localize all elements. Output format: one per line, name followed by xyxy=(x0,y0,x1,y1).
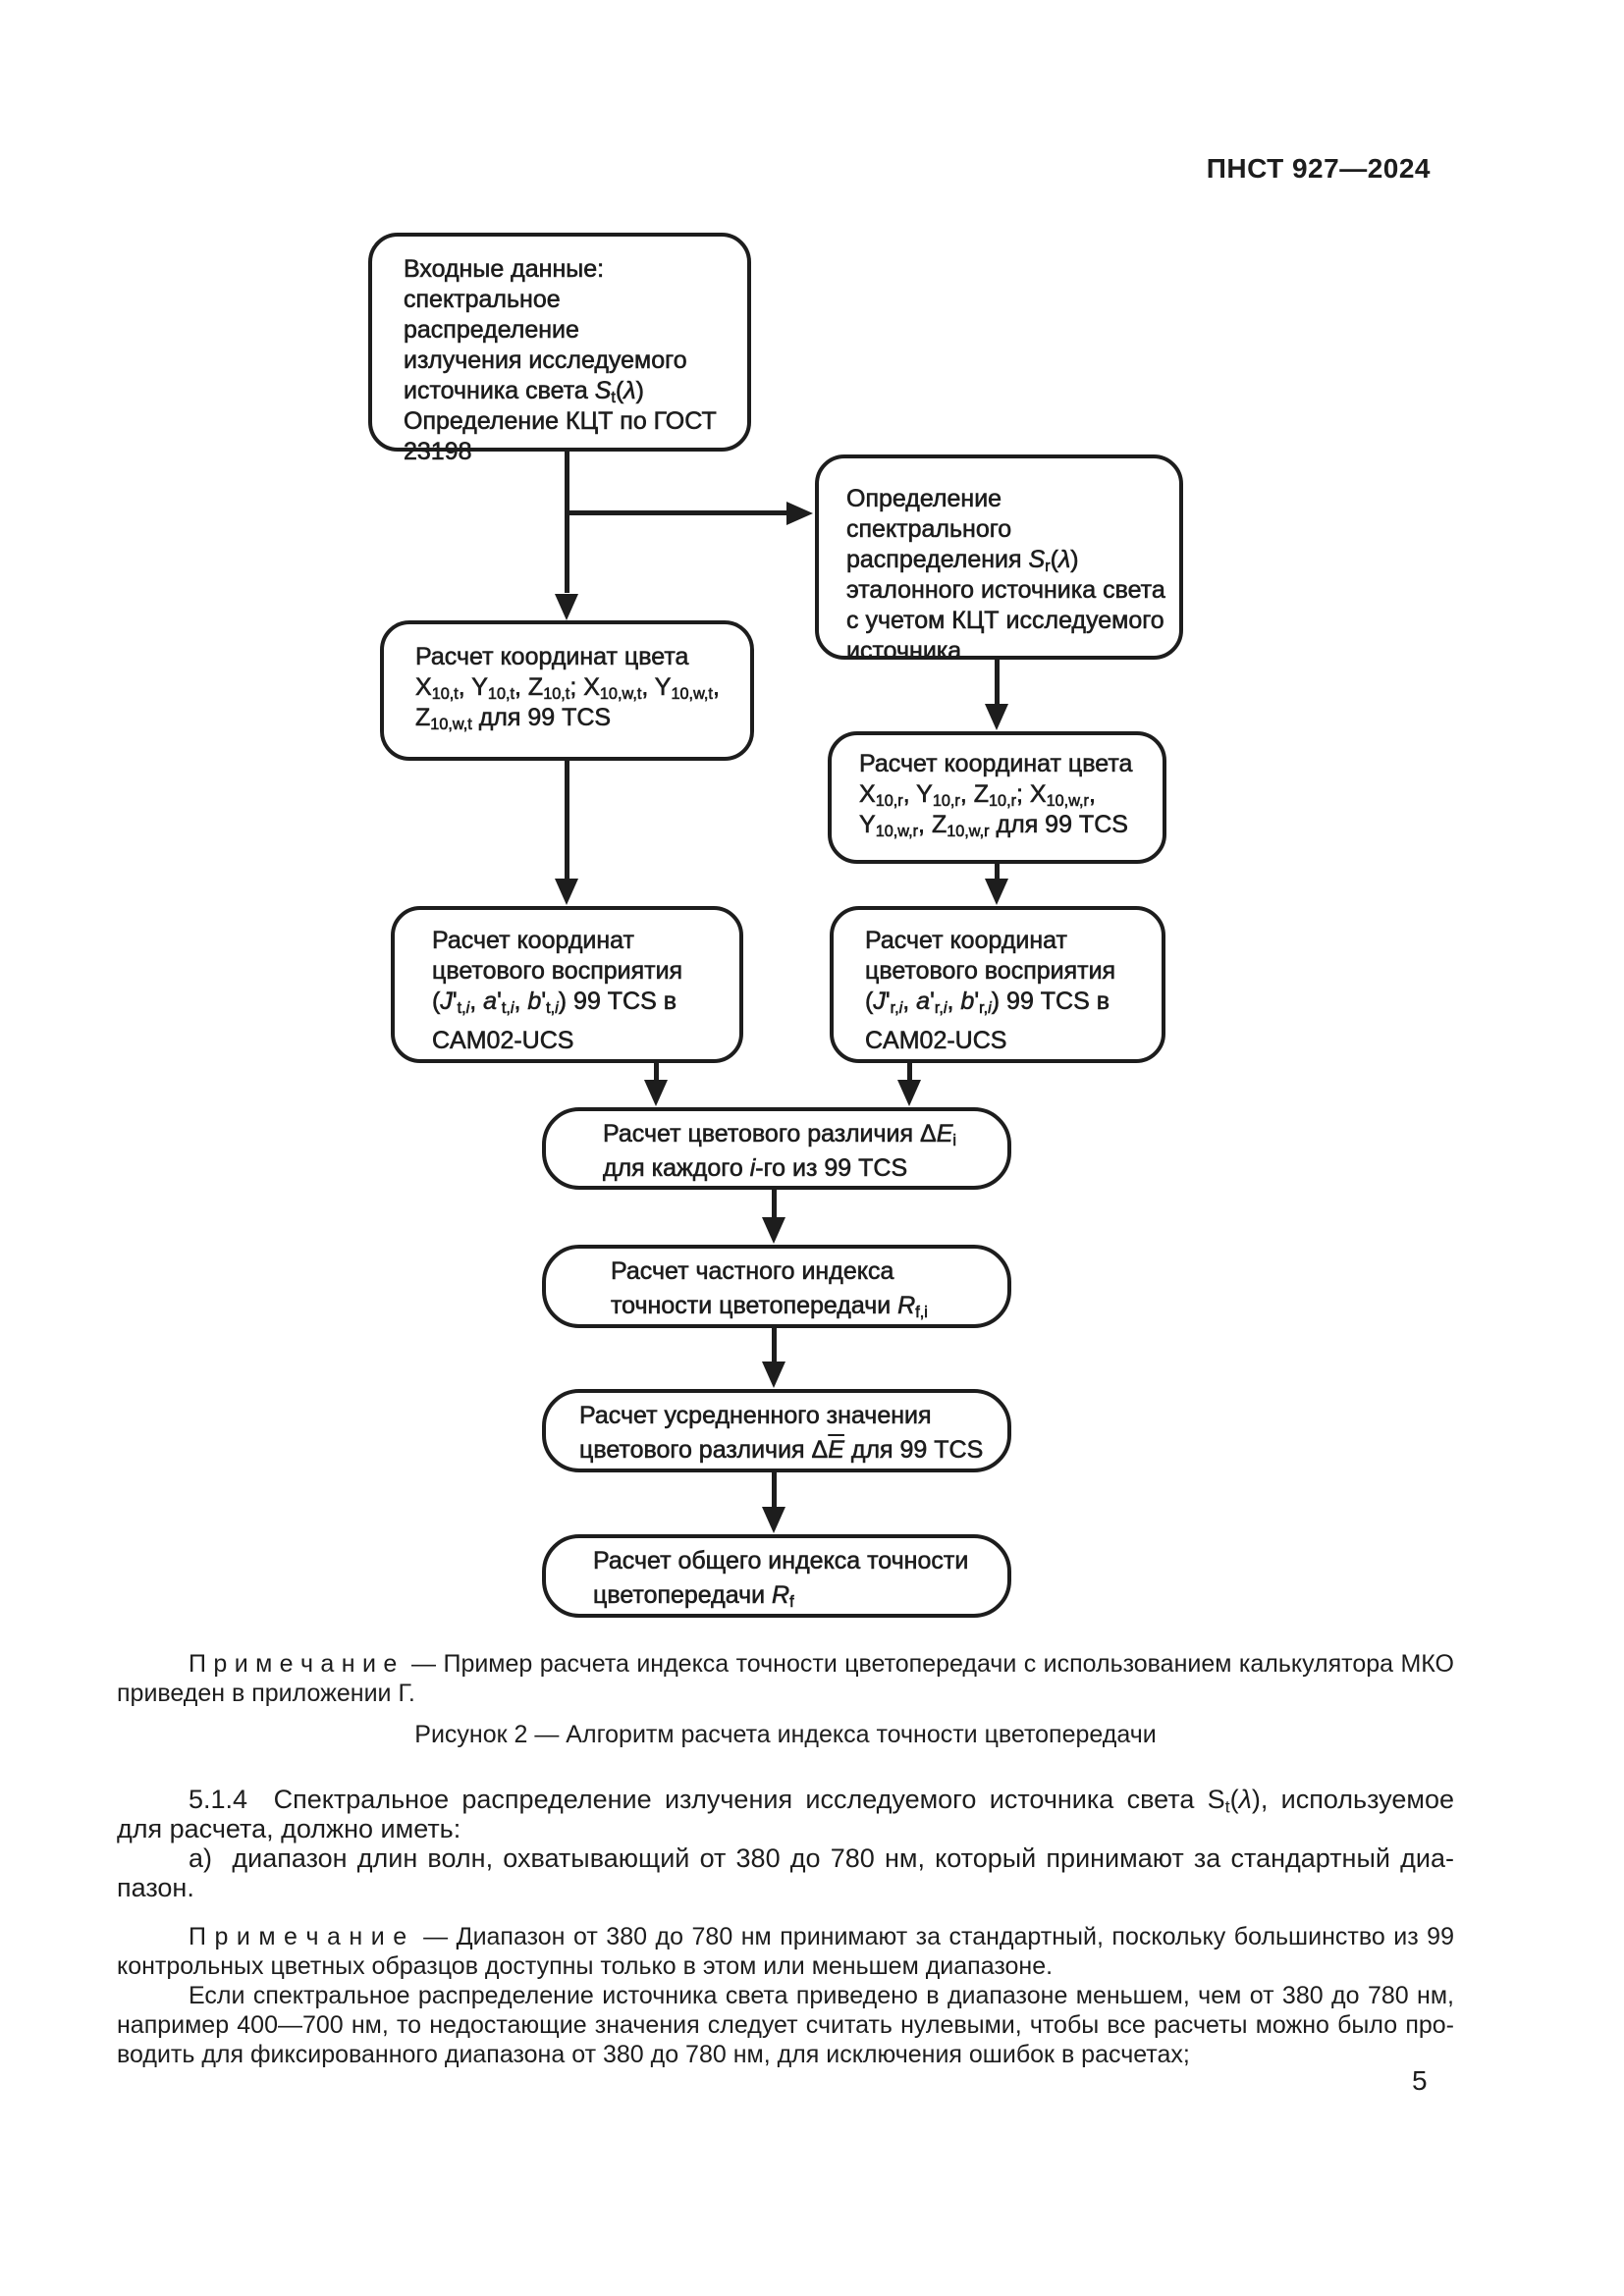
connector-average-to-rf xyxy=(772,1470,777,1510)
connector-coords-to-cam-ref xyxy=(995,862,1000,880)
item-a-line2: пазон. xyxy=(117,1873,194,1902)
flow-box-input-data: Входные данные:спектральное распределени… xyxy=(368,233,751,465)
note-paragraph-1: П р и м е ч а н и е — Пример расчета инд… xyxy=(117,1649,1454,1708)
document-code: ПНСТ 927—2024 xyxy=(1206,153,1431,184)
arrowhead-input-to-ref-spd xyxy=(786,502,813,525)
arrowhead-delta-e-to-rfi xyxy=(762,1217,785,1244)
range-line1: Если спектральное распределение источник… xyxy=(189,1982,1454,2009)
range-line3: водить для фиксированного диапазона от 3… xyxy=(117,2041,1190,2068)
note1-line2: приведен в приложении Г. xyxy=(117,1680,415,1707)
connector-cam-test-to-delta-e xyxy=(654,1061,659,1081)
connector-rfi-to-average xyxy=(772,1326,777,1363)
arrowhead-cam-test-to-delta-e xyxy=(644,1080,668,1106)
arrowhead-rfi-to-average xyxy=(762,1362,785,1388)
note1-line1: П р и м е ч а н и е — Пример расчета инд… xyxy=(189,1650,1454,1678)
list-item-a: а) диапазон длин волн, охватывающий от 3… xyxy=(117,1843,1454,1902)
connector-input-to-coords xyxy=(565,450,569,593)
connector-input-to-ref-spd xyxy=(565,510,786,515)
p514-line2: для расчета, должно иметь: xyxy=(117,1814,461,1843)
arrowhead-refspd-to-coords xyxy=(985,704,1008,730)
note2-line2: контрольных цветных образцов доступны то… xyxy=(117,1952,1054,1980)
figure-caption: Рисунок 2 — Алгоритм расчета индекса точ… xyxy=(414,1721,1157,1748)
connector-delta-e-to-rfi xyxy=(772,1188,777,1219)
arrowhead-coords-to-cam-test xyxy=(555,879,578,905)
range-line2: например 400—700 нм, то недостающие знач… xyxy=(117,2011,1454,2039)
connector-coords-to-cam-test xyxy=(565,758,569,880)
arrowhead-coords-to-cam-ref xyxy=(985,879,1008,905)
item-a-line1: а) диапазон длин волн, охватывающий от 3… xyxy=(189,1843,1454,1873)
figure-caption-block: Рисунок 2 — Алгоритм расчета индекса точ… xyxy=(117,1721,1454,1750)
connector-refspd-to-coords xyxy=(995,658,1000,705)
paragraph-5-1-4: 5.1.4 Спектральное распределение излучен… xyxy=(117,1785,1454,1843)
arrowhead-cam-ref-to-delta-e xyxy=(897,1080,921,1106)
arrowhead-input-to-coords xyxy=(555,594,578,620)
arrowhead-average-to-rf xyxy=(762,1507,785,1533)
note-paragraph-2: П р и м е ч а н и е — Диапазон от 380 до… xyxy=(117,1922,1454,1981)
note2-line1: П р и м е ч а н и е — Диапазон от 380 до… xyxy=(189,1923,1454,1950)
connector-cam-ref-to-delta-e xyxy=(907,1061,912,1081)
paragraph-range: Если спектральное распределение источник… xyxy=(117,1981,1454,2069)
page-number: 5 xyxy=(1412,2065,1428,2096)
p514-line1: 5.1.4 Спектральное распределение излучен… xyxy=(189,1785,1454,1814)
